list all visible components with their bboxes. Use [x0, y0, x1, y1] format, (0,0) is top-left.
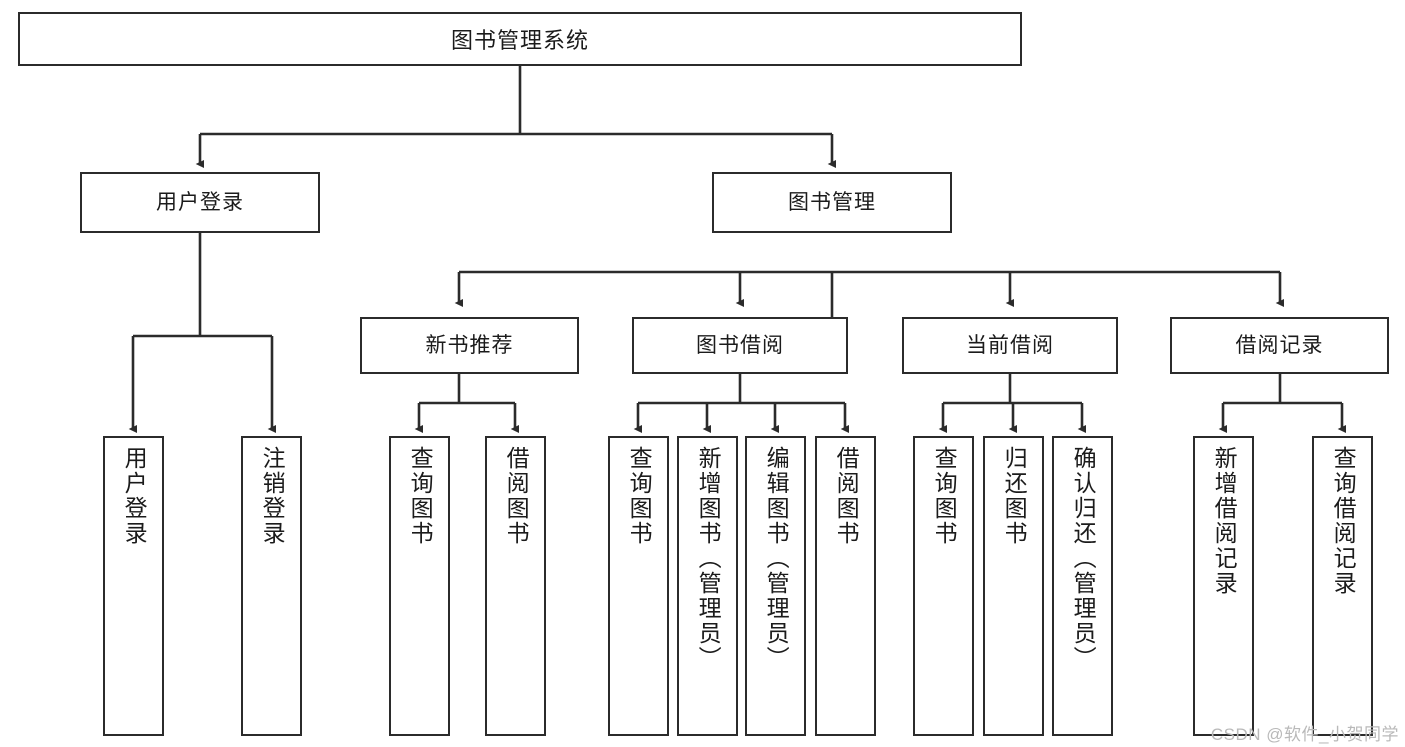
leaf-book-borrow-edit[interactable]: 编辑图书（管理员） — [745, 436, 806, 736]
leaf-label: 查询图书 — [931, 446, 958, 546]
node-root-system[interactable]: 图书管理系统 — [18, 12, 1022, 66]
leaf-current-borrow-return[interactable]: 归还图书 — [983, 436, 1044, 736]
leaf-book-borrow-query[interactable]: 查询图书 — [608, 436, 669, 736]
node-book-borrow[interactable]: 图书借阅 — [632, 317, 848, 374]
leaf-user-login-login[interactable]: 用户登录 — [103, 436, 164, 736]
leaf-label: 归还图书 — [1001, 446, 1028, 546]
leaf-current-borrow-confirm-return[interactable]: 确认归还（管理员） — [1052, 436, 1113, 736]
leaf-label: 新增图书（管理员） — [695, 446, 722, 671]
leaf-borrow-record-query[interactable]: 查询借阅记录 — [1312, 436, 1373, 736]
leaf-label: 新增借阅记录 — [1211, 446, 1238, 596]
node-current-borrow[interactable]: 当前借阅 — [902, 317, 1118, 374]
node-root-label: 图书管理系统 — [450, 28, 589, 53]
leaf-label: 用户登录 — [121, 446, 148, 546]
node-book-management-label: 图书管理 — [788, 190, 876, 214]
node-user-login[interactable]: 用户登录 — [80, 172, 320, 233]
node-borrow-records[interactable]: 借阅记录 — [1170, 317, 1389, 374]
leaf-label: 编辑图书（管理员） — [763, 446, 790, 671]
leaf-book-borrow-add[interactable]: 新增图书（管理员） — [677, 436, 738, 736]
node-new-book-recommend[interactable]: 新书推荐 — [360, 317, 579, 374]
node-user-login-label: 用户登录 — [156, 190, 244, 214]
node-new-book-recommend-label: 新书推荐 — [425, 333, 514, 357]
leaf-label: 查询图书 — [626, 446, 653, 546]
leaf-book-borrow-borrow[interactable]: 借阅图书 — [815, 436, 876, 736]
leaf-label: 查询图书 — [407, 446, 434, 546]
leaf-label: 注销登录 — [259, 446, 286, 546]
node-book-management[interactable]: 图书管理 — [712, 172, 952, 233]
node-book-borrow-label: 图书借阅 — [696, 333, 784, 357]
leaf-label: 借阅图书 — [503, 446, 530, 546]
leaf-new-book-query[interactable]: 查询图书 — [389, 436, 450, 736]
leaf-label: 查询借阅记录 — [1330, 446, 1357, 596]
leaf-borrow-record-add[interactable]: 新增借阅记录 — [1193, 436, 1254, 736]
watermark-text: CSDN @软件_小贺同学 — [1210, 725, 1399, 744]
node-borrow-records-label: 借阅记录 — [1235, 333, 1324, 357]
leaf-user-login-logout[interactable]: 注销登录 — [241, 436, 302, 736]
leaf-label: 确认归还（管理员） — [1070, 446, 1097, 671]
leaf-label: 借阅图书 — [833, 446, 860, 546]
leaf-current-borrow-query[interactable]: 查询图书 — [913, 436, 974, 736]
node-current-borrow-label: 当前借阅 — [966, 333, 1054, 357]
leaf-new-book-borrow[interactable]: 借阅图书 — [485, 436, 546, 736]
